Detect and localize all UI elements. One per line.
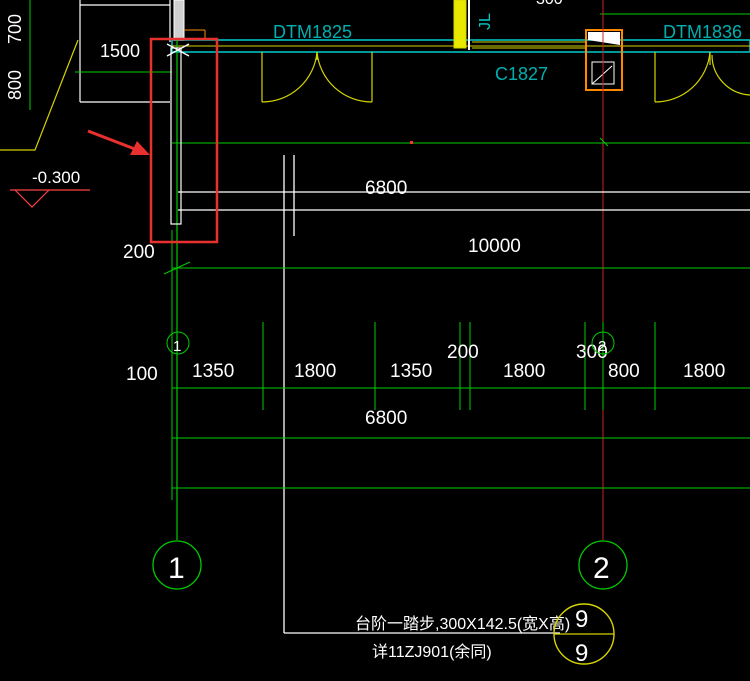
dim-6800-top: 6800 [365,178,407,199]
dim-row-1800c: 1800 [683,361,725,382]
top-partial-300: 300 [536,0,563,8]
ref-bottom: 9 [575,640,588,667]
window-label: C1827 [495,64,548,84]
note-line-2: 详11ZJ901(余同) [372,642,492,661]
window-band [472,41,585,49]
axis-1-label: 1 [168,552,185,585]
dim-10000-text: 10000 [468,236,521,257]
dim-row-1800b: 1800 [503,361,545,382]
door-label-2: DTM1836 [663,22,742,42]
building-outline [79,0,171,103]
door-label-1: DTM1825 [273,22,352,42]
wall-strip[interactable] [166,43,190,225]
axis-bubble-2: 2 [578,540,628,590]
dim-row-200: 200 [447,342,479,363]
svg-text:1: 1 [173,338,181,355]
column-jl: JL [453,0,494,50]
dim-100: 100 [126,364,158,385]
axis-marker-small-2: 2 [591,331,615,355]
dim-row-1350b: 1350 [390,361,432,382]
dim-row-300: 300 [576,342,608,363]
door-dtm1825 [261,51,373,103]
dim-row-1350a: 1350 [192,361,234,382]
level-text: -0.300 [32,168,80,187]
note-line-1: 台阶一踏步,300X142.5(宽X高) [355,615,570,633]
dim-200: 200 [123,242,155,263]
ref-top: 9 [575,606,588,633]
jl-label: JL [477,13,494,30]
dim-row-6800: 6800 [365,408,407,429]
annotation-arrow-icon [87,129,150,155]
axis-marker-small-1: 1 [166,331,190,355]
dim-800: 800 [5,70,25,100]
axis-2-label: 2 [593,552,610,585]
axis-bubble-1: 1 [152,540,202,590]
dim-10000: 10000 [163,137,750,275]
level-mark: -0.300 [10,168,90,208]
slope-line [0,39,79,151]
column-axis2 [585,29,623,91]
dim-row-1800a: 1800 [294,361,336,382]
dim-700: 700 [5,14,25,44]
svg-text:2: 2 [598,338,606,355]
dim-1500: 1500 [100,41,140,61]
dim-row-800: 800 [608,361,640,382]
step-lines [178,155,750,634]
selection-highlight-box [149,37,219,244]
dim-row [171,322,750,489]
step-note: 台阶一踏步,300X142.5(宽X高) 详11ZJ901(余同) 9 9 [355,603,615,667]
dim-1500-line: 1500 [75,41,172,73]
left-vertical-dims: 700 800 [5,0,31,110]
door-dtm1836 [654,51,750,103]
